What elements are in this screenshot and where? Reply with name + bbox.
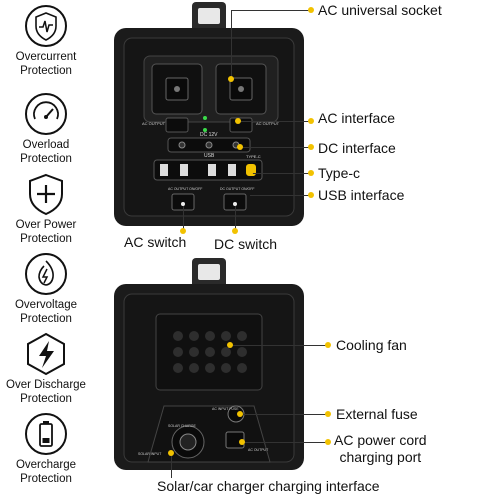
ac-output-back-label: AC OUTPUT xyxy=(248,448,269,452)
lightning-hexagon-icon xyxy=(24,332,68,376)
gauge-icon xyxy=(24,92,68,136)
overcurrent-shield-icon xyxy=(24,4,68,48)
type-c-label: Type-c xyxy=(318,165,361,181)
dc-output-switch-label: DC OUTPUT ON/OFF xyxy=(220,187,255,191)
ac-switch-label: AC switch xyxy=(124,234,187,250)
ac-output-left-label: AC OUTPUT xyxy=(142,121,166,126)
usb-interface-label: USB interface xyxy=(318,187,405,203)
ac-input-fuse-device-label: AC INPUT FUSE xyxy=(212,407,239,411)
dc-switch-label: DC switch xyxy=(214,236,278,252)
external-fuse-label: External fuse xyxy=(336,406,418,422)
dc-interface-label: DC interface xyxy=(318,140,396,156)
ac-output-switch-label: AC OUTPUT ON/OFF xyxy=(168,187,203,191)
type-c-device-label: TYPE-C xyxy=(246,154,261,159)
ac-interface-label: AC interface xyxy=(318,110,396,126)
power-station-back: SOLAR CHARGE AC INPUT FUSE AC OUTPUT SOL… xyxy=(108,256,310,472)
ac-output-right-label: AC OUTPUT xyxy=(256,121,280,126)
ac-universal-socket-label: AC universal socket xyxy=(318,2,442,18)
dc-12v-label: DC 12V xyxy=(200,132,218,138)
plus-shield-icon xyxy=(24,172,68,216)
usb-label: USB xyxy=(204,153,215,159)
solar-charger-interface-label: Solar/car charger charging interface xyxy=(157,478,380,494)
solar-input-device-label: SOLAR INPUT xyxy=(138,452,162,456)
battery-icon xyxy=(24,412,68,456)
solar-charge-device-label: SOLAR CHARGE xyxy=(168,424,196,428)
cooling-fan-label: Cooling fan xyxy=(336,337,407,353)
power-station-front: AC OUTPUT AC OUTPUT DC 12V USB TYPE-C AC… xyxy=(108,0,310,232)
flame-lightning-icon xyxy=(24,252,68,296)
